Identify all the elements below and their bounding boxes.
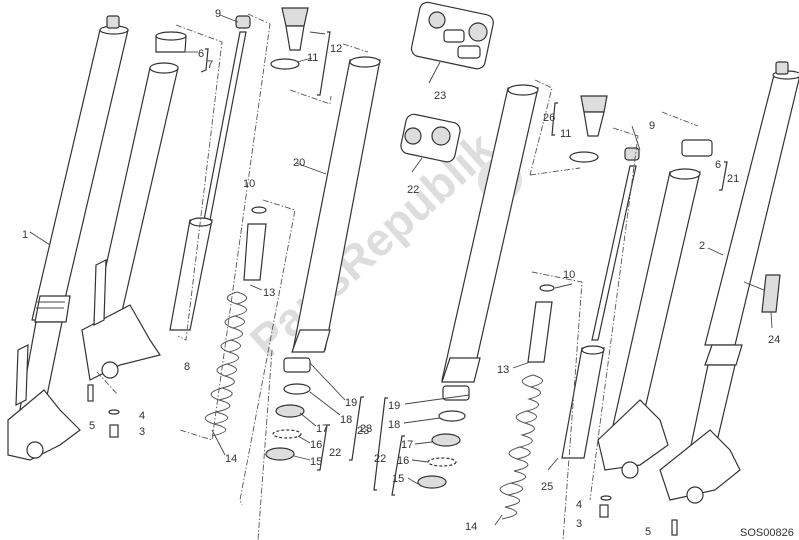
label-4: 4 [139, 410, 145, 422]
label-13: 13 [497, 364, 509, 376]
label-6: 6 [198, 48, 204, 60]
label-19: 19 [345, 397, 357, 409]
seal-kit-22 [400, 113, 461, 163]
seal-stack-right [417, 385, 470, 489]
label-14: 14 [225, 453, 237, 465]
outer-tube-left [31, 15, 129, 323]
bush-6-left [155, 31, 187, 53]
label-23: 23 [434, 90, 446, 102]
label-15: 15 [392, 473, 404, 485]
label-21: 21 [727, 173, 739, 185]
bolts [87, 384, 678, 536]
label-3: 3 [139, 426, 145, 438]
label-16: 16 [310, 439, 322, 451]
label-17: 17 [316, 423, 328, 435]
label-23: 23 [360, 423, 372, 435]
label-13: 13 [263, 287, 275, 299]
label-14: 14 [465, 521, 477, 533]
label-18: 18 [340, 414, 352, 426]
damper-rod-left [169, 15, 251, 331]
label-23: 23 [357, 425, 369, 437]
label-22: 22 [329, 447, 341, 459]
outer-tube-right-mid [441, 84, 539, 383]
label-19: 19 [388, 400, 400, 412]
label-10: 10 [563, 269, 575, 281]
label-17: 17 [401, 439, 413, 451]
spring-14-right [499, 374, 543, 520]
dashed-group-lines [96, 13, 699, 540]
label-20: 20 [293, 157, 305, 169]
slider-right-21 [597, 139, 713, 479]
label-9: 9 [215, 8, 221, 20]
spring-14-left [204, 291, 248, 437]
label-7: 7 [207, 59, 213, 71]
label-3: 3 [576, 518, 582, 530]
braces [200, 31, 728, 496]
label-26: 26 [543, 112, 555, 124]
label-15: 15 [310, 456, 322, 468]
label-8: 8 [184, 361, 190, 373]
label-18: 18 [388, 419, 400, 431]
slider-left-2 [81, 62, 179, 381]
label-10: 10 [243, 178, 255, 190]
top-cap-left [270, 7, 309, 70]
label-9: 9 [649, 120, 655, 132]
sticker-24 [761, 274, 781, 313]
label-2: 2 [699, 240, 705, 252]
label-24: 24 [768, 334, 780, 346]
damper-rod-right [561, 147, 640, 459]
label-1: 1 [22, 229, 28, 241]
top-cap-right [569, 95, 608, 163]
outer-tube-right-2 [659, 61, 799, 504]
label-4: 4 [576, 499, 582, 511]
label-5: 5 [89, 420, 95, 432]
label-5: 5 [645, 526, 651, 538]
label-6: 6 [715, 159, 721, 171]
label-16: 16 [397, 455, 409, 467]
label-12: 12 [330, 43, 342, 55]
label-11: 11 [560, 128, 571, 140]
seal-stack-left [265, 357, 311, 461]
outer-tube-20 [291, 56, 381, 353]
label-11: 11 [307, 52, 318, 64]
spacer-13-left [243, 206, 267, 281]
spacer-13-right [527, 284, 555, 363]
label-22: 22 [407, 184, 419, 196]
seal-kit-23 [410, 1, 494, 70]
label-22: 22 [374, 453, 386, 465]
slider-foot-left-1 [7, 321, 81, 461]
label-25: 25 [541, 481, 553, 493]
leader-lines [29, 14, 773, 526]
part-labels: 1 2 3 3 4 4 5 5 6 6 7 8 9 9 10 10 11 11 … [22, 8, 780, 538]
drawing-code: SOS00826 [740, 527, 794, 539]
